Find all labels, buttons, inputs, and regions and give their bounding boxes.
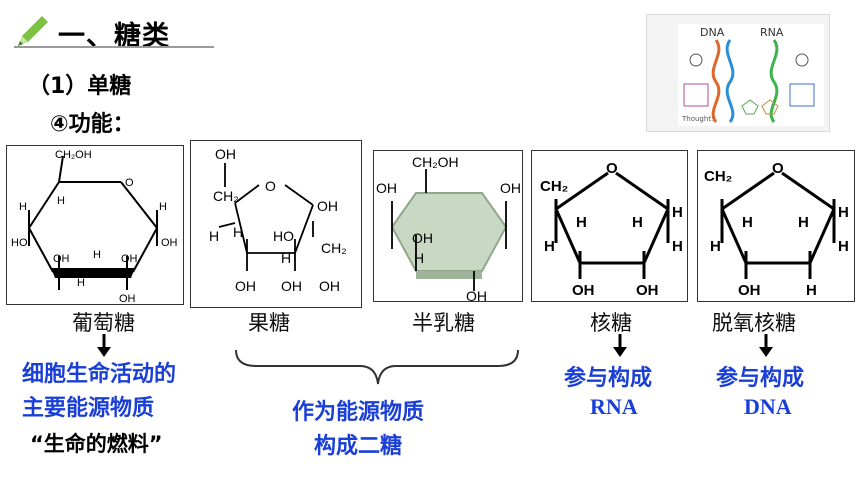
atom-label: H [93,249,101,261]
atom-label: CH₂ [321,240,347,256]
grouping-brace [235,349,519,385]
subpoint-heading: ④功能： [50,112,135,137]
atom-label: H [19,201,27,213]
down-arrow-icon [97,334,111,357]
atom-label: OH [119,293,136,305]
atom-label: H [838,204,849,221]
down-arrow-icon [613,334,627,357]
atom-label: OH [235,278,256,294]
glucose-function-line2: 主要能源物质 [22,396,155,421]
atom-label: H [233,224,243,240]
atom-label: H [798,214,809,231]
atom-label: H [281,250,291,266]
atom-label: H [806,282,817,299]
atom-label: H [159,201,167,213]
atom-label: OH [161,237,178,249]
energy-function-line1: 作为能源物质 [292,400,425,425]
deoxyribose-name: 脱氧核糖 [712,311,796,335]
glucose-name: 葡萄糖 [72,311,135,335]
atom-label: H [209,228,219,244]
atom-label: H [742,214,753,231]
atom-label: H [576,214,587,231]
atom-label: OH [412,230,433,246]
thumb-thought-label: Thought: [682,115,714,123]
atom-label: H [632,214,643,231]
deoxyribose-structure: CH₂ O H H H H H OH H [697,150,855,302]
thumb-dna-label: DNA [700,26,725,39]
atom-label: OH [466,288,487,303]
atom-label: H [77,277,85,289]
title-underline [14,46,214,48]
atom-label: OH [121,253,138,265]
atom-label: O [125,177,134,189]
galactose-structure: CH₂OH OH OH OH H OH [373,150,523,303]
atom-label: H [672,238,683,255]
atom-label: HO [273,228,294,244]
subsection-heading: （1）单糖 [28,74,132,99]
atom-label: H [710,238,721,255]
atom-label: H [57,195,65,207]
ribose-structure: CH₂ O H H H H H OH OH [531,150,688,302]
atom-label: H [672,204,683,221]
ribose-function-line1: 参与构成 [564,366,653,391]
fructose-name: 果糖 [248,311,290,335]
glucose-nickname: “生命的燃料” [30,432,163,456]
glucose-label: CH₂OH [55,149,92,161]
galactose-name: 半乳糖 [412,311,475,335]
atom-label: OH [376,180,397,196]
atom-label: OH [281,278,302,294]
fructose-structure: OH CH₂ O OH H HO H CH₂ OH H OH OH [190,140,362,308]
atom-label: H [414,250,424,266]
energy-function-line2: 构成二糖 [314,434,403,459]
atom-label: CH₂ [704,168,732,185]
atom-label: H [544,238,555,255]
atom-label: OH [215,146,236,162]
atom-label: OH [738,282,761,299]
atom-label: O [606,160,618,177]
atom-label: OH [636,282,659,299]
atom-label: OH [53,253,70,265]
down-arrow-icon [759,334,773,357]
atom-label: H [838,238,849,255]
ribose-function-line2: RNA [590,394,638,419]
atom-label: OH [319,278,340,294]
deoxyribose-function-line1: 参与构成 [716,366,805,391]
atom-label: OH [500,180,521,196]
atom-label: CH₂OH [412,154,459,170]
ribose-name: 核糖 [590,311,632,335]
atom-label: HO [11,237,28,249]
atom-label: OH [572,282,595,299]
glucose-structure: CH₂OH O H H HO OH OH H OH H OH H [6,145,184,305]
atom-label: O [772,160,784,177]
pencil-icon [18,16,48,46]
dna-rna-illustration [678,24,824,126]
thumb-rna-label: RNA [760,26,784,39]
atom-label: O [265,178,276,194]
glucose-function-line1: 细胞生命活动的 [22,362,177,387]
atom-label: OH [317,198,338,214]
deoxyribose-function-line2: DNA [744,394,792,419]
atom-label: CH₂ [540,178,568,195]
atom-label: CH₂ [213,188,239,204]
